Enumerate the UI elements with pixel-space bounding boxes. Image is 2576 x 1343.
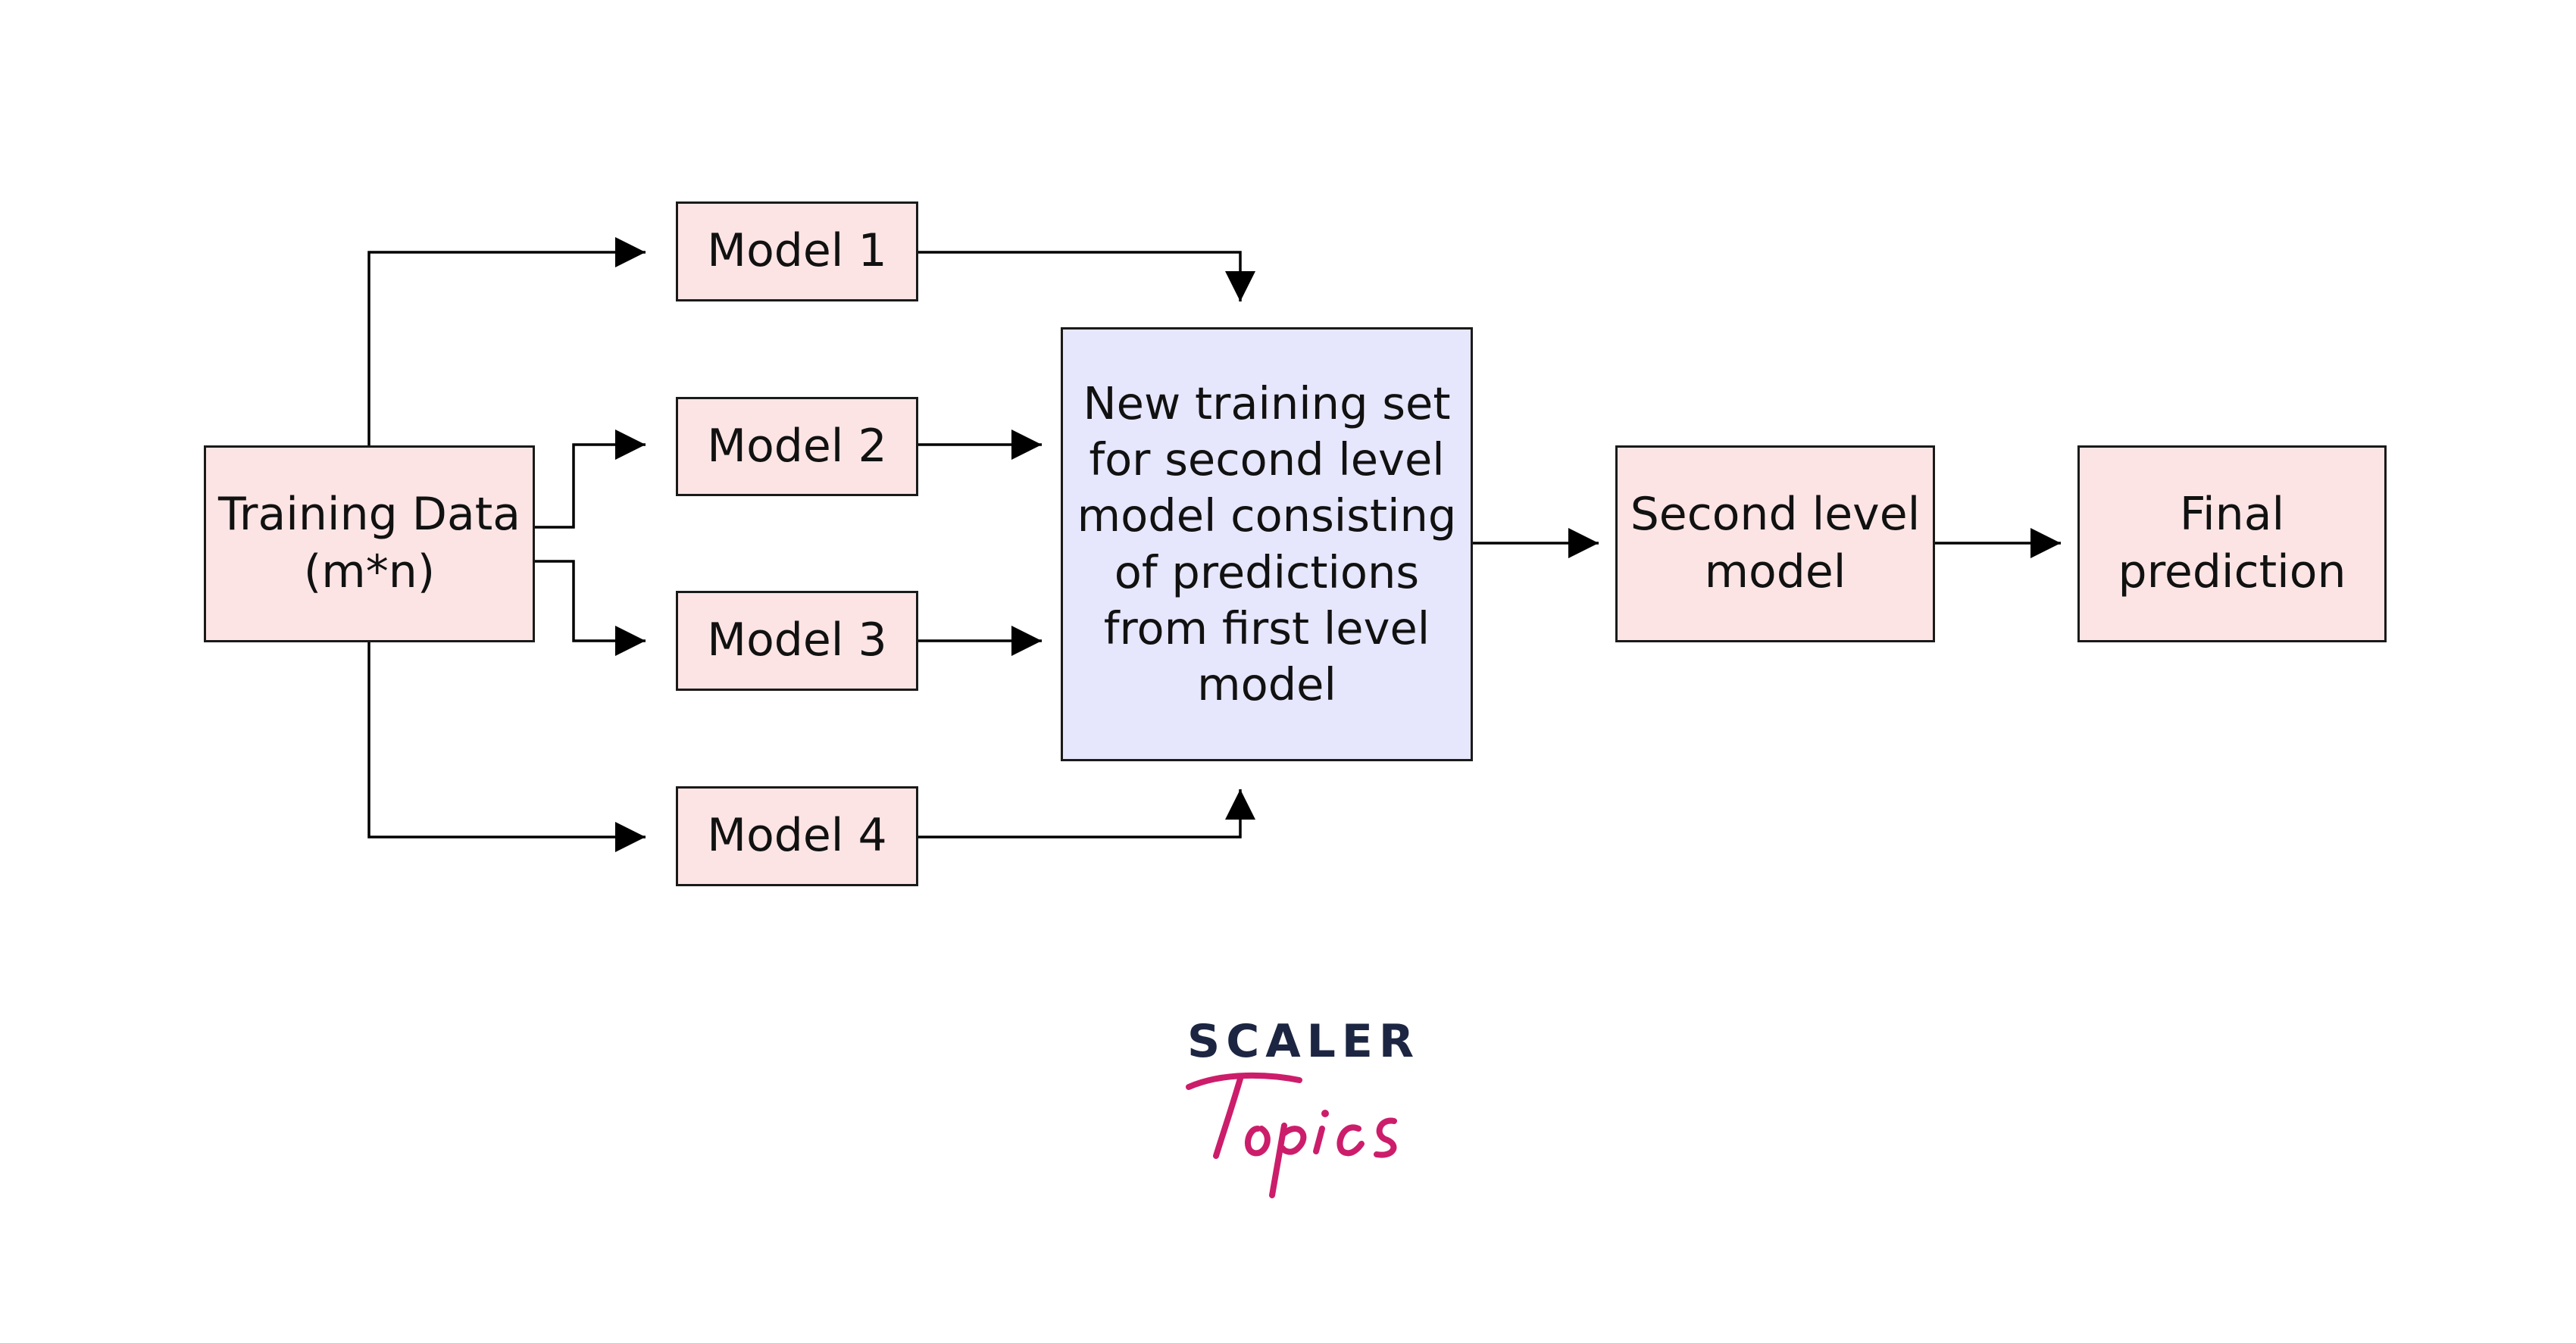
arrow-model-4-to-new-set <box>918 789 1255 839</box>
model-1-label: Model 1 <box>707 224 887 278</box>
logo-script-topics <box>1186 1072 1397 1198</box>
logo-wordmark: SCALER <box>1187 1015 1421 1068</box>
new-training-set-label: New training set for second level model … <box>1077 376 1457 711</box>
arrow-model-1-to-new-set <box>918 251 1255 301</box>
final-prediction-label: Final prediction <box>2118 488 2346 598</box>
arrow-training-to-model-4 <box>367 642 646 852</box>
model-4-box: Model 4 <box>676 786 918 886</box>
arrow-training-to-model-1 <box>367 237 646 445</box>
second-level-model-label: Second level model <box>1630 488 1921 598</box>
model-3-label: Model 3 <box>707 614 887 667</box>
training-data-box: Training Data (m*n) <box>204 445 535 642</box>
model-1-box: Model 1 <box>676 201 918 301</box>
model-3-box: Model 3 <box>676 591 918 691</box>
second-level-model-box: Second level model <box>1615 445 1935 642</box>
model-2-label: Model 2 <box>707 419 887 473</box>
model-2-box: Model 2 <box>676 397 918 496</box>
final-prediction-box: Final prediction <box>2077 445 2387 642</box>
model-4-label: Model 4 <box>707 809 887 863</box>
training-data-label: Training Data (m*n) <box>217 488 521 598</box>
arrow-training-to-model-2 <box>535 429 646 529</box>
new-training-set-box: New training set for second level model … <box>1061 327 1473 761</box>
scaler-topics-logo: SCALER <box>1178 1015 1428 1212</box>
arrow-training-to-model-3 <box>535 560 646 656</box>
